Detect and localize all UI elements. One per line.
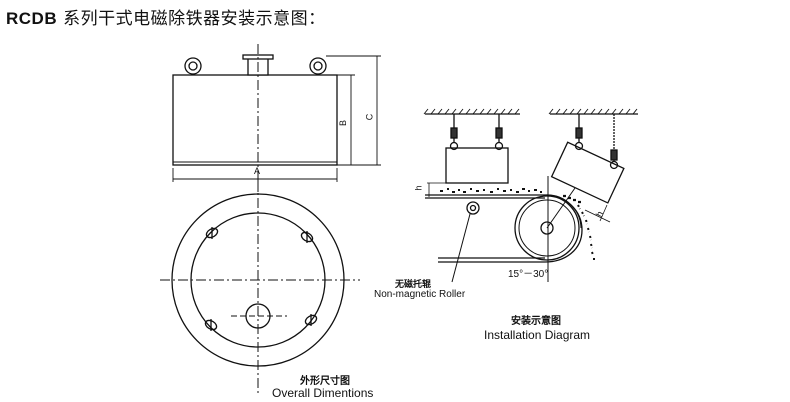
side-view <box>172 44 381 192</box>
falling-material <box>577 204 595 261</box>
angle-line <box>546 187 576 229</box>
suspended-magnet-tilted <box>550 141 625 204</box>
ceiling-right <box>548 108 638 115</box>
suspended-magnet-horizontal <box>445 147 509 184</box>
lifting-lug-right <box>309 57 327 75</box>
head-pulley-outer <box>514 195 580 261</box>
suspension-spring <box>494 114 504 151</box>
bolt-lug <box>204 319 218 331</box>
bolt-lug <box>300 231 314 243</box>
roller-leader-line <box>451 213 471 283</box>
suspension-spring <box>449 114 459 151</box>
installation-caption-zh: 安装示意图 <box>511 316 561 327</box>
title-model: RCDB <box>6 9 58 28</box>
magnet-body <box>172 74 338 166</box>
roller-label-zh: 无磁托辊 <box>395 280 432 290</box>
angle-range-label: 15°－30° <box>508 269 549 280</box>
top-view <box>160 180 360 395</box>
overall-caption-zh: 外形尺寸图 <box>300 376 350 387</box>
dimension-c-label: C <box>364 113 375 121</box>
title-text: 系列干式电磁除铁器安装示意图： <box>63 9 326 29</box>
roller-label-en: Non-magnetic Roller <box>374 289 466 300</box>
ceiling-left <box>423 108 520 115</box>
bolt-lug <box>304 314 318 326</box>
overall-caption-en: Overall Dimentions <box>272 386 374 400</box>
suspension-chain <box>609 114 619 170</box>
material-particles <box>440 188 542 193</box>
page-title: RCDB 系列干式电磁除铁器安装示意图： <box>6 4 326 29</box>
dimension-a-label: A <box>254 166 261 176</box>
installation-caption-en: Installation Diagram <box>484 328 591 342</box>
bolt-lug <box>205 227 219 239</box>
non-magnetic-roller <box>466 201 480 215</box>
suspension-spring <box>574 114 584 151</box>
dimension-b-label: B <box>338 119 349 127</box>
lifting-lug-left <box>184 57 202 75</box>
pulley-shaft <box>540 221 554 235</box>
gap-h-label: h <box>413 185 424 191</box>
installation-view <box>423 108 638 283</box>
